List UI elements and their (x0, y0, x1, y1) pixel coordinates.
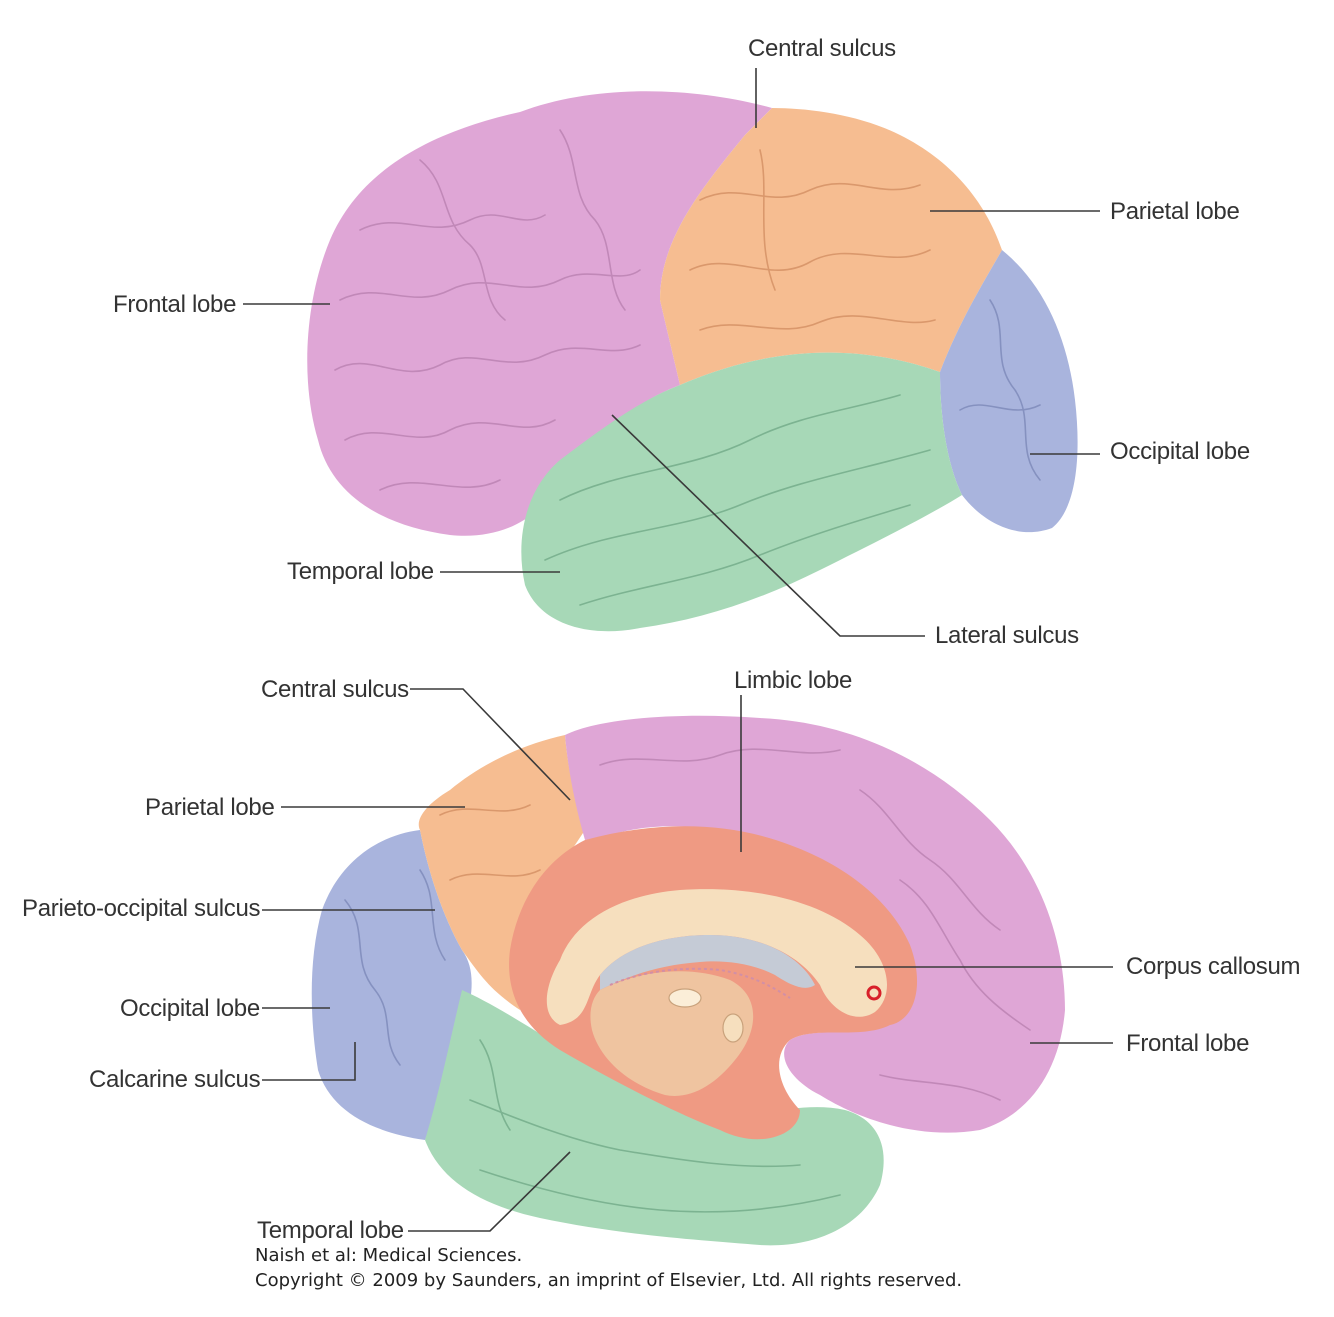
lateral-frontal-gyri (334, 129, 641, 491)
leader-central-sulcus-medial (410, 688, 571, 801)
lateral-temporal-gyri (544, 394, 931, 606)
medial-fornix-node (722, 1013, 744, 1043)
lateral-frontal-lobe (307, 91, 772, 536)
leader-lateral-sulcus (611, 414, 925, 637)
label-frontal-lobe-lateral: Frontal lobe (113, 291, 236, 318)
label-limbic-lobe: Limbic lobe (734, 667, 852, 694)
medial-frontal-lobe (565, 715, 1065, 1133)
credit-line-2: Copyright © 2009 by Saunders, an imprint… (255, 1270, 963, 1291)
lateral-occipital-gyri (959, 299, 1041, 481)
medial-brain-view: Central sulcus Limbic lobe Parietal lobe… (22, 667, 1301, 1246)
credit-line-1: Naish et al: Medical Sciences. (255, 1245, 523, 1266)
lateral-leader-lines (243, 68, 1100, 637)
label-occipital-lobe-lateral: Occipital lobe (1110, 438, 1250, 465)
label-corpus-callosum: Corpus callosum (1126, 953, 1300, 980)
medial-labels: Central sulcus Limbic lobe Parietal lobe… (22, 667, 1301, 1244)
medial-leader-lines (262, 688, 1113, 1232)
leader-calcarine-sulcus (262, 1042, 356, 1081)
medial-choroid-edge (609, 967, 791, 999)
medial-corpus-callosum (546, 889, 887, 1025)
medial-occipital-gyri (344, 869, 446, 1066)
marker-circle (866, 985, 882, 1001)
label-central-sulcus-medial: Central sulcus (261, 676, 409, 703)
label-parietal-lobe-lateral: Parietal lobe (1110, 198, 1240, 225)
medial-thalamus (590, 971, 754, 1096)
label-parietal-lobe-medial: Parietal lobe (145, 794, 275, 821)
medial-thalamus-node (668, 988, 702, 1008)
lateral-parietal-gyri (689, 149, 936, 331)
lateral-occipital-lobe (940, 250, 1078, 533)
label-central-sulcus-lateral: Central sulcus (748, 35, 896, 62)
label-occipital-lobe-medial: Occipital lobe (120, 995, 260, 1022)
medial-frontal-gyri (599, 748, 1031, 1101)
label-calcarine-sulcus: Calcarine sulcus (89, 1066, 261, 1093)
lateral-parietal-lobe (660, 108, 1002, 385)
medial-parietal-gyri (439, 804, 541, 881)
label-temporal-lobe-lateral: Temporal lobe (287, 558, 434, 585)
label-lateral-sulcus: Lateral sulcus (935, 622, 1079, 649)
medial-ventricle (600, 935, 815, 990)
medial-parietal-lobe (418, 735, 585, 1010)
label-temporal-lobe-medial: Temporal lobe (257, 1217, 404, 1244)
label-frontal-lobe-medial: Frontal lobe (1126, 1030, 1249, 1057)
leader-temporal-lobe-medial (408, 1151, 571, 1232)
lateral-labels: Central sulcus Parietal lobe Frontal lob… (113, 35, 1250, 649)
lateral-temporal-lobe (521, 352, 962, 632)
label-parieto-occipital-sulcus: Parieto-occipital sulcus (22, 895, 261, 922)
lateral-brain-view: Central sulcus Parietal lobe Frontal lob… (113, 35, 1250, 649)
